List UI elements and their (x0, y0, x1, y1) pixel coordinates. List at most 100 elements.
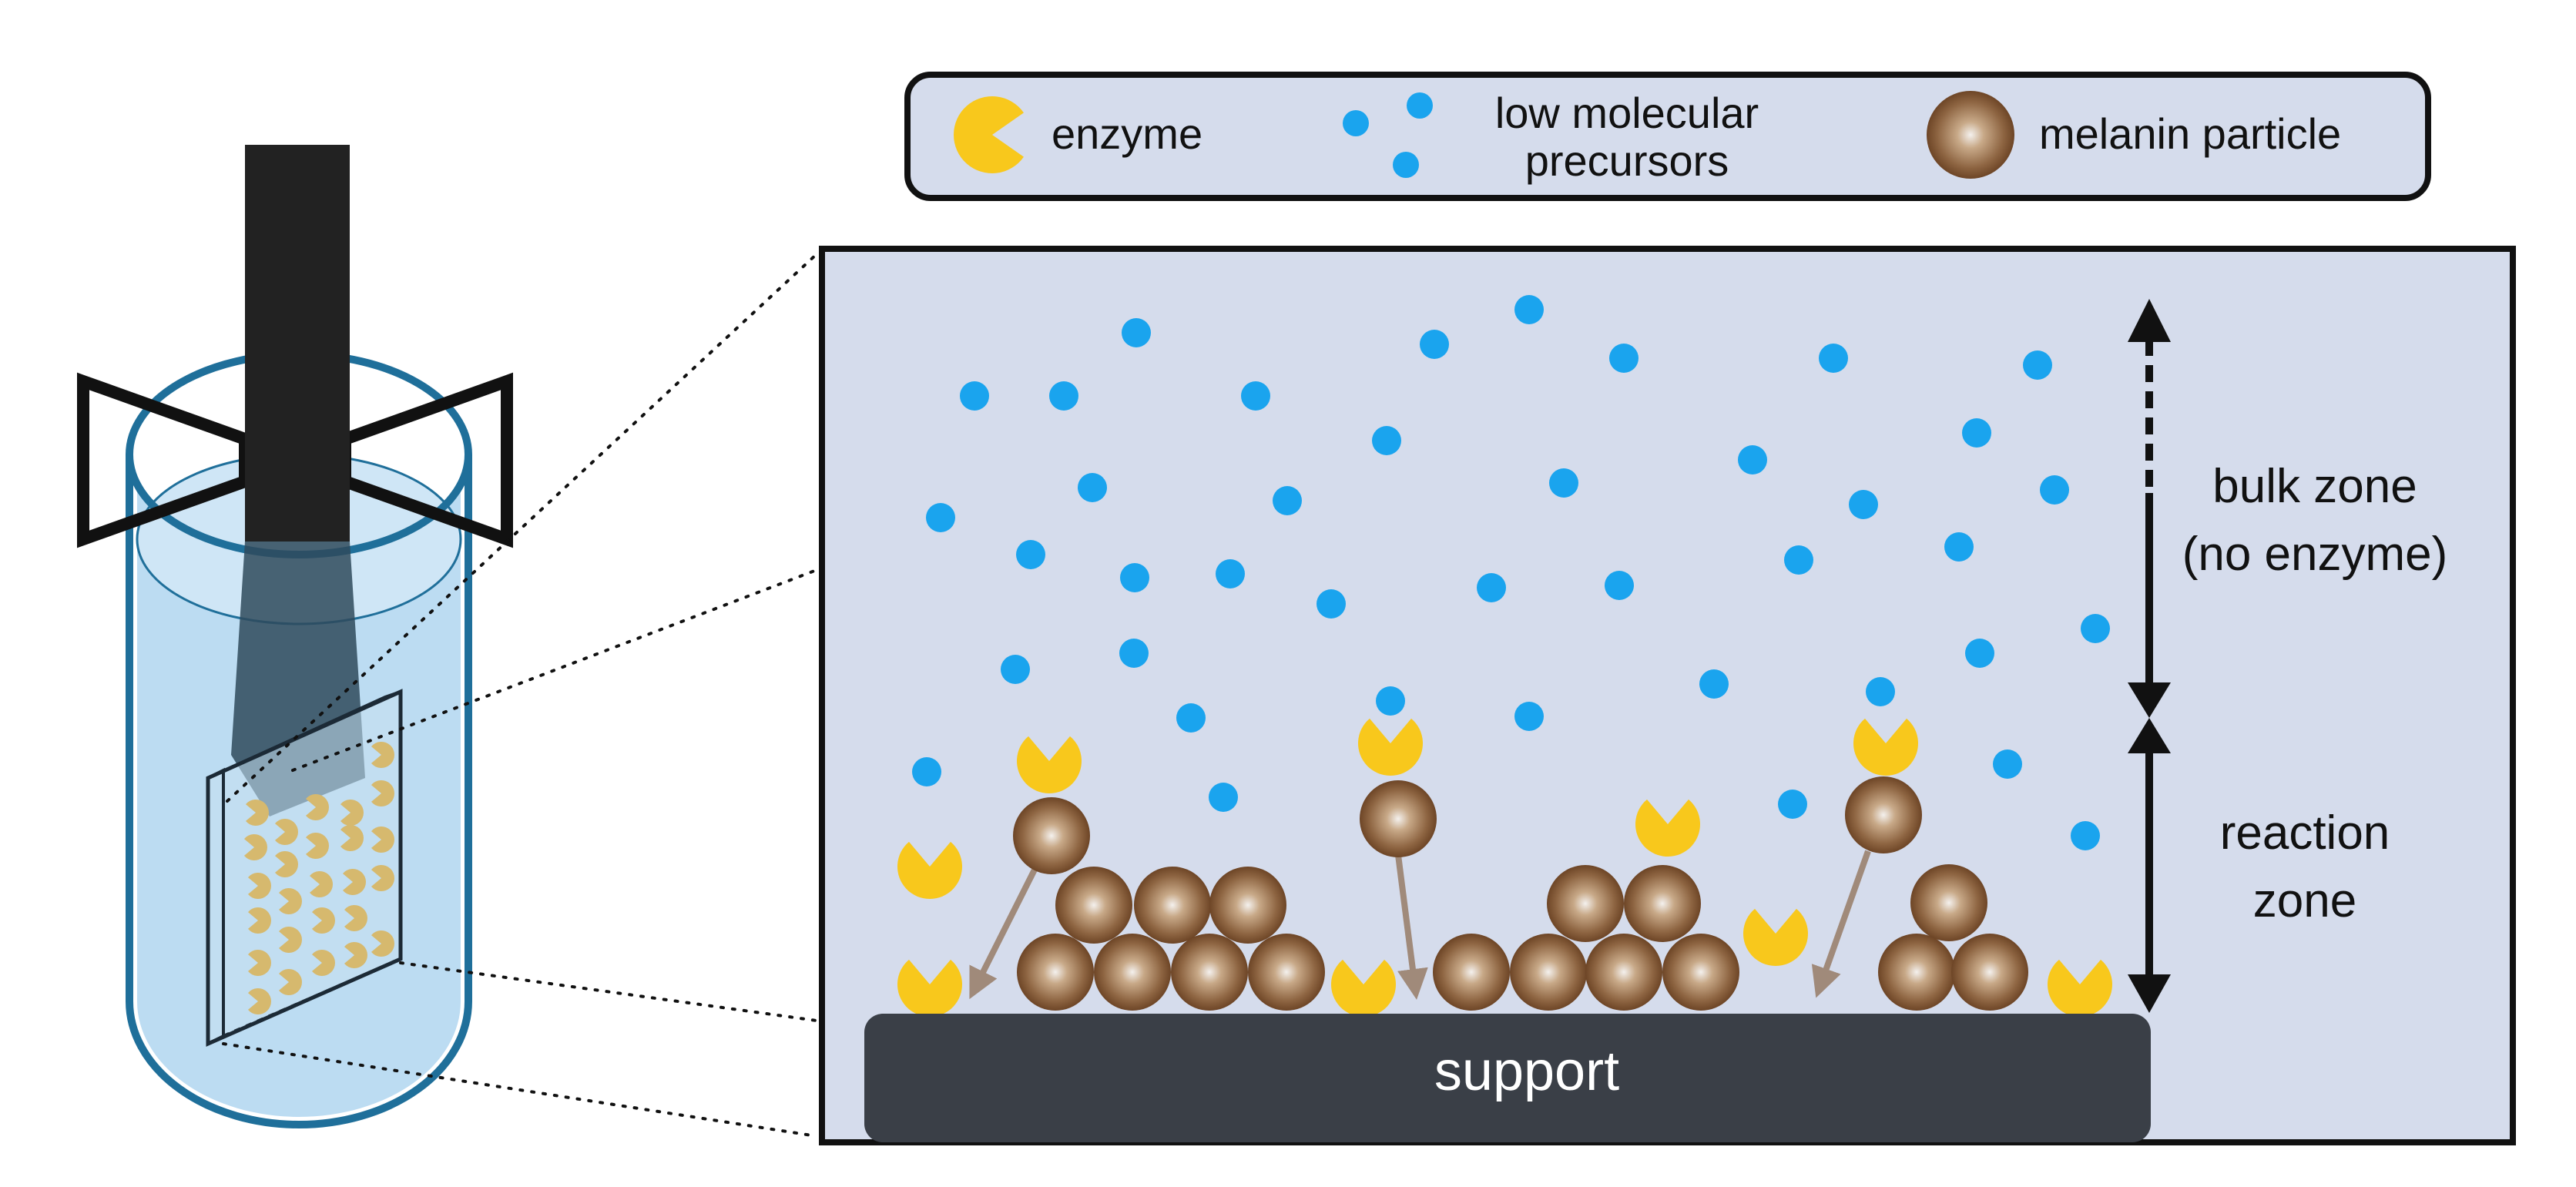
precursor-dot (1120, 563, 1149, 592)
immobilized-enzyme (371, 741, 395, 768)
precursor-dot (1819, 344, 1848, 373)
precursor-dot (2081, 614, 2110, 643)
melanin-particle (1585, 934, 1662, 1011)
deposition-arrow (1811, 850, 1871, 998)
precursor-dot (1049, 381, 1078, 411)
reaction-zone-label-2: zone (2253, 874, 2356, 927)
precursor-legend-icon (1393, 152, 1419, 178)
enzymes (897, 718, 2113, 1018)
precursor-dot (1477, 573, 1506, 602)
support-label: support (1434, 1041, 1619, 1102)
enzyme (2048, 959, 2113, 1018)
precursor-dot (2040, 475, 2069, 505)
enzyme (1635, 799, 1700, 857)
precursor-dot (1209, 783, 1238, 812)
immobilized-enzyme (278, 969, 302, 995)
precursor-dot (960, 381, 989, 411)
enzyme (1017, 736, 1082, 793)
melanin-particle (1171, 934, 1248, 1011)
precursor-dot (1699, 669, 1729, 699)
immobilized-enzyme (340, 800, 364, 826)
precursor-dot (1122, 318, 1151, 347)
immobilized-enzyme (311, 950, 336, 977)
reactor (77, 145, 513, 1128)
precursor-dot (1119, 639, 1149, 668)
reaction-zone-label-1: reaction (2220, 806, 2390, 860)
legend-box (904, 72, 2431, 201)
precursor-dot (1738, 445, 1767, 474)
zoom-panel-frame (819, 246, 2516, 1145)
melanin-particle (1510, 934, 1587, 1011)
precursor-dot (926, 503, 955, 532)
bulk-zone-label-2: (no enzyme) (2182, 528, 2448, 581)
precursor-dot (2071, 821, 2100, 850)
melanin-particle (1624, 865, 1701, 942)
precursor-dot (1778, 790, 1807, 819)
immobilized-enzyme (371, 780, 395, 806)
precursor-dots (912, 295, 2110, 850)
carrier-edge-dashed (223, 957, 401, 1038)
immobilized-enzyme (340, 825, 364, 851)
melanin-particle (1094, 934, 1171, 1011)
legend-precursors-line1: low molecular (1495, 89, 1759, 137)
precursor-dot (1317, 589, 1346, 619)
immobilized-enzyme (371, 930, 395, 957)
melanin-particle (1910, 864, 1987, 941)
melanin-particle (1360, 780, 1437, 857)
enzyme (1358, 718, 1424, 776)
precursor-dot (1376, 686, 1405, 716)
immobilized-enzymes (243, 741, 395, 1014)
immobilized-enzyme (309, 871, 334, 897)
immobilized-enzyme (247, 950, 272, 977)
precursor-dot (1993, 749, 2022, 779)
precursor-dot (1216, 559, 1245, 588)
precursor-dot (1372, 426, 1401, 455)
precursor-dot (1016, 540, 1045, 569)
precursor-dot (912, 757, 941, 786)
melanin-particle (1248, 934, 1325, 1011)
enzyme (897, 959, 962, 1018)
precursor-dot (2023, 350, 2052, 380)
precursor-dot (1962, 418, 1991, 448)
bulk-zone-label-1: bulk zone (2212, 460, 2417, 513)
melanin-particle (1951, 934, 2028, 1011)
deposition-arrow (969, 865, 1039, 1000)
immobilized-enzyme (274, 819, 299, 845)
precursor-dot (1944, 532, 1974, 562)
immobilized-enzyme (274, 851, 299, 877)
legend-precursors-line2: precursors (1525, 136, 1729, 185)
precursor-dot (1176, 703, 1206, 733)
precursor-legend-icon (1343, 110, 1369, 136)
stirrer-shaft (245, 145, 350, 542)
precursor-dot (1514, 702, 1544, 731)
immobilized-enzyme (344, 942, 367, 968)
precursor-dot (1549, 468, 1578, 498)
melanin-particle (1433, 934, 1510, 1011)
immobilized-enzyme (243, 834, 267, 861)
immobilized-enzyme (247, 907, 271, 934)
immobilized-enzyme (371, 827, 394, 853)
melanin-particle (1134, 867, 1211, 944)
immobilized-enzyme (245, 800, 270, 826)
deposition-arrow (1395, 854, 1428, 1000)
enzyme-legend-icon (954, 96, 1024, 174)
deposition-arrows (969, 850, 1871, 1000)
precursor-dot (1078, 473, 1107, 502)
melanin-particle (1209, 867, 1286, 944)
zoom-panel: support bulk zone (no enzyme) reaction z… (819, 246, 2516, 1145)
legend-enzyme-label: enzyme (1052, 109, 1202, 158)
support-block (864, 1014, 2151, 1142)
immobilized-enzyme (305, 833, 329, 860)
melanin-particle (1662, 934, 1739, 1011)
precursor-dot (1420, 330, 1449, 359)
immobilized-enzyme (278, 888, 302, 915)
enzyme (897, 841, 962, 899)
precursor-dot (1001, 655, 1030, 684)
precursor-dot (1866, 677, 1895, 706)
precursor-dot (1273, 486, 1302, 515)
precursor-dot (1965, 639, 1994, 668)
immobilized-enzyme (344, 904, 367, 931)
melanin-legend-icon (1927, 91, 2014, 179)
immobilized-enzyme (342, 868, 366, 895)
